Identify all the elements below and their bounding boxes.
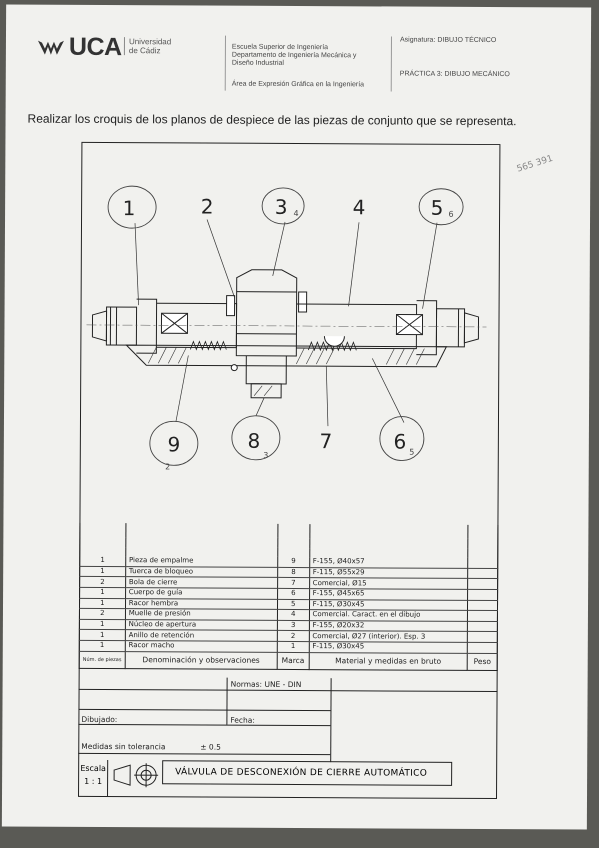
tolerance-label: Medidas sin tolerancia <box>81 741 166 752</box>
parts-weight <box>467 568 498 579</box>
parts-weight <box>467 589 498 601</box>
parts-material: Comercial. Caract. en el dibujo <box>308 609 468 622</box>
callout-5-sub: 6 <box>448 210 453 219</box>
parts-mark: 6 <box>277 588 310 600</box>
parts-mark: 7 <box>277 577 310 589</box>
header-divider-2 <box>390 36 392 92</box>
university-name: Universidad de Cádiz <box>123 37 172 56</box>
callout-4: 4 <box>353 195 366 219</box>
parts-mark: 9 <box>277 557 310 568</box>
projection-symbol-icon <box>113 763 159 788</box>
header-divider <box>224 35 226 91</box>
parts-name: Racor hembra <box>125 598 278 610</box>
instruction-text: Realizar los croquis de los planos de de… <box>27 111 517 129</box>
parts-name: Bola de cierre <box>125 576 278 589</box>
parts-qty: 1 <box>79 597 126 609</box>
practice-label: PRÁCTICA 3: DIBUJO MECÁNICO <box>399 70 510 79</box>
parts-material: F-155, Ø20x32 <box>308 620 468 632</box>
fecha-label: Fecha: <box>230 715 255 725</box>
parts-material: F-115, Ø30x45 <box>309 599 468 611</box>
normas-label: Normas: UNE - DIN <box>230 679 302 690</box>
university-line2: de Cádiz <box>128 46 161 56</box>
subject-label: Asignatura: DIBUJO TÉCNICO <box>399 36 497 45</box>
callout-3: 3 <box>275 195 288 219</box>
parts-header-mark: Marca <box>277 651 309 670</box>
parts-name: Pieza de empalme <box>125 556 278 568</box>
parts-mark: 5 <box>277 598 310 610</box>
university-line1: Universidad <box>128 37 172 47</box>
callout-9: 9 <box>167 432 180 456</box>
parts-header-weight: Peso <box>467 652 498 671</box>
parts-mark: 1 <box>277 641 309 653</box>
parts-weight <box>467 610 498 622</box>
parts-material: F-155, Ø40x57 <box>309 557 469 569</box>
assembly-drawing: 1 2 3 4 5 9 8 7 6 4 6 2 3 5 <box>86 185 487 471</box>
parts-qty: 1 <box>79 556 126 567</box>
parts-mark: 8 <box>277 567 310 578</box>
drawing-title: VÁLVULA DE DESCONEXIÓN DE CIERRE AUTOMÁT… <box>162 760 453 786</box>
uca-logo: UCA <box>36 33 122 62</box>
callout-9-sub: 2 <box>165 462 170 471</box>
parts-mark: 3 <box>277 620 309 631</box>
parts-weight <box>467 599 498 611</box>
parts-weight <box>467 621 498 632</box>
callout-6-sub: 5 <box>409 448 414 457</box>
paper-sheet: UCA Universidad de Cádiz Escuela Superio… <box>1 4 592 830</box>
parts-material: F-115, Ø30x45 <box>308 641 468 653</box>
parts-name: Tuerca de bloqueo <box>125 566 278 578</box>
callout-8-sub: 3 <box>263 451 268 460</box>
parts-weight <box>467 642 498 654</box>
parts-material: F-115, Ø55x29 <box>309 567 468 579</box>
parts-qty: 1 <box>79 587 126 599</box>
parts-qty: 1 <box>79 640 126 652</box>
scale-label: Escala <box>80 763 107 774</box>
parts-material: F-155, Ø45x65 <box>309 588 468 600</box>
callout-1: 1 <box>123 196 136 220</box>
parts-mark: 4 <box>277 609 310 621</box>
parts-name: Núcleo de apertura <box>125 619 278 631</box>
uca-logo-icon <box>37 40 64 55</box>
parts-qty: 2 <box>79 608 126 620</box>
parts-material: Comercial, Ø15 <box>309 577 468 590</box>
parts-name: Anillo de retención <box>125 629 278 642</box>
dibujado-label: Dibujado: <box>81 714 118 725</box>
parts-qty: 1 <box>79 629 126 641</box>
school-block: Escuela Superior de Ingeniería Departame… <box>232 44 382 69</box>
callout-7: 7 <box>319 429 332 453</box>
parts-weight <box>467 631 498 643</box>
callout-5: 5 <box>431 196 444 220</box>
parts-header-qty: Núm. de piezas <box>79 650 126 669</box>
handwritten-note: 565 391 <box>515 153 555 175</box>
parts-header-name: Denominación y observaciones <box>124 651 278 669</box>
parts-material: Comercial, Ø27 (interior). Esp. 3 <box>308 630 468 643</box>
parts-qty: 1 <box>79 566 126 577</box>
parts-name: Muelle de presión <box>125 608 278 621</box>
scale-value: 1 : 1 <box>84 776 103 786</box>
parts-name: Cuerpo de guía <box>125 587 278 599</box>
parts-header-material: Material y medidas en bruto <box>308 652 468 670</box>
callout-6: 6 <box>393 430 406 454</box>
parts-weight <box>467 558 498 569</box>
area-label: Área de Expresión Gráfica en la Ingenier… <box>231 80 365 89</box>
parts-name: Racor macho <box>125 640 278 652</box>
parts-mark: 2 <box>277 630 309 642</box>
callout-2: 2 <box>201 194 214 218</box>
callout-3-sub: 4 <box>293 209 298 218</box>
callout-8: 8 <box>247 429 260 453</box>
school-line3: Diseño Industrial <box>231 59 285 67</box>
parts-qty: 1 <box>79 619 126 630</box>
scale-box: Escala 1 : 1 <box>79 759 109 797</box>
parts-weight <box>467 578 498 590</box>
tolerance-value: ± 0.5 <box>200 742 221 752</box>
logo-text: UCA <box>68 32 122 62</box>
parts-qty: 2 <box>79 576 126 588</box>
